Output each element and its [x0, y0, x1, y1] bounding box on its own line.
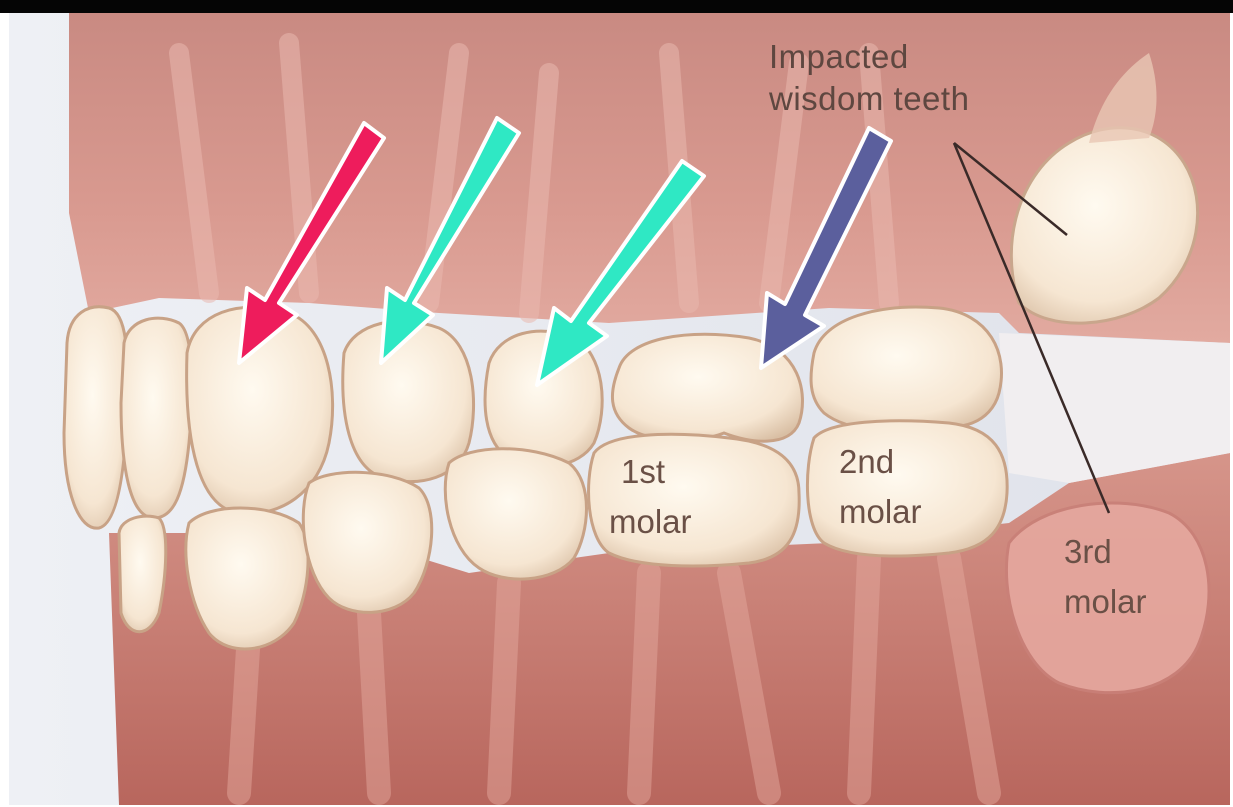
third-molar-label-line1: 3rd: [1064, 533, 1112, 570]
impacted-label-line2: wisdom teeth: [768, 80, 969, 117]
first-molar-label-line2: molar: [609, 503, 692, 540]
upper-incisor-2: [121, 318, 192, 518]
lower-second-molar: [807, 421, 1007, 556]
lower-incisor: [119, 516, 166, 632]
lower-premolar-1: [303, 472, 431, 612]
teeth-illustration: Impacted wisdom teeth 1st molar 2nd mola…: [9, 13, 1230, 805]
second-molar-label-line1: 2nd: [839, 443, 894, 480]
impacted-label-line1: Impacted: [769, 38, 909, 75]
first-molar-label-line1: 1st: [621, 453, 665, 490]
teeth-svg: Impacted wisdom teeth 1st molar 2nd mola…: [9, 13, 1230, 805]
third-molar-label-line2: molar: [1064, 583, 1147, 620]
lower-canine: [186, 508, 308, 649]
upper-second-molar: [811, 307, 1001, 430]
upper-incisor-1: [64, 307, 128, 528]
second-molar-label-line2: molar: [839, 493, 922, 530]
top-border: [0, 0, 1233, 13]
